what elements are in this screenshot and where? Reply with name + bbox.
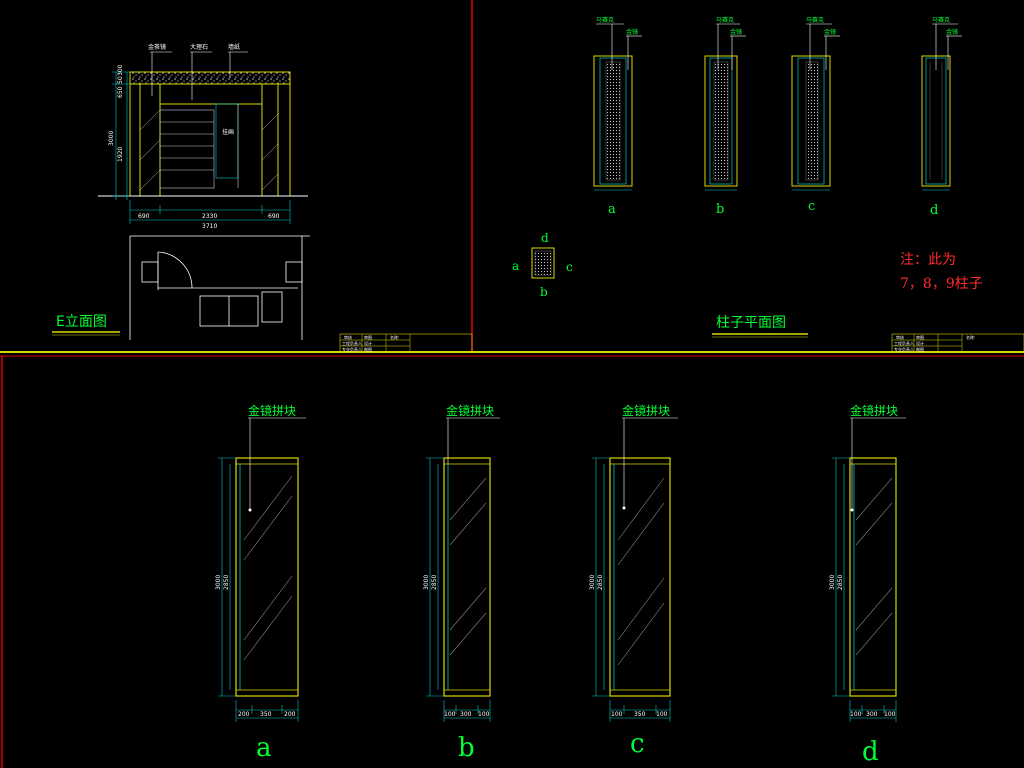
plan-c-callout-mirror: 金镜 (824, 28, 836, 36)
dim-total: 3710 (202, 223, 217, 230)
dim-v-1: 50 (117, 76, 124, 84)
dim-v-2: 300 (117, 64, 124, 76)
plan-callouts: 马赛克 金镜 马赛克 金镜 马赛克 金镜 马赛克 金镜 (596, 16, 958, 36)
detail-b-h1: 2850 (431, 575, 438, 590)
elevation-title: E立面图 (56, 314, 107, 330)
detail-height-dims: 3000 2850 3000 2850 3000 2850 3000 2850 (215, 575, 844, 590)
plan-a-callout-mirror: 金镜 (626, 28, 638, 36)
plan-d-callout-mirror: 金镜 (946, 28, 958, 36)
dim-h-0: 690 (138, 213, 150, 220)
detail-panel-d (832, 417, 906, 722)
tb-left-r3c2: 制图 (364, 346, 372, 352)
plan-column-d (921, 55, 951, 191)
plan-letter-a: a (608, 202, 616, 217)
tb-right-r2c1: 工程负责人 (894, 340, 914, 346)
dim-v-0: 650 (117, 86, 124, 98)
detail-letter-b: b (458, 733, 475, 763)
detail-c-h0: 3000 (589, 575, 596, 590)
detail-letter-a: a (256, 733, 272, 763)
elevation-view (98, 51, 310, 340)
elevation-horizontal-dims: 690 2330 690 3710 (138, 213, 280, 230)
detail-width-dims: 200 350 200 100 300 100 100 350 100 100 … (238, 711, 896, 718)
tb-right-r1c1: 审核 (896, 334, 904, 340)
detail-c-w1: 350 (634, 711, 646, 718)
plan-b-callout-mirror: 金镜 (730, 28, 742, 36)
detail-d-h1: 2850 (837, 575, 844, 590)
plan-column-b (704, 55, 738, 191)
plan-side-letters: a b c d (608, 199, 938, 218)
plan-c-callout-marble: 马赛克 (806, 16, 824, 24)
column-plan-columns (593, 23, 962, 191)
note-line-1: 注：此为 (900, 252, 956, 268)
detail-b-w1: 300 (460, 711, 472, 718)
detail-d-w0: 100 (850, 711, 862, 718)
detail-letter-c: c (630, 729, 645, 759)
plan-column-a (593, 55, 633, 191)
tb-left-name: 名称: (390, 334, 399, 340)
detail-panel-c (592, 417, 678, 722)
detail-b-callout: 金镜拼块 (446, 403, 494, 418)
detail-c-w2: 100 (656, 711, 668, 718)
detail-a-w2: 200 (284, 711, 296, 718)
detail-b-w2: 100 (478, 711, 490, 718)
label-marble: 大理石 (190, 43, 208, 51)
plan-a-callout-marble: 马赛克 (596, 16, 614, 24)
label-hook: 挂画 (222, 128, 234, 136)
tb-left-r2c1: 工程负责人 (342, 340, 362, 346)
dim-v-4: 1920 (117, 147, 124, 162)
tb-right-name: 名称: (966, 334, 975, 340)
key-letter-bottom: b (540, 285, 548, 299)
tb-right-r1c2: 审图 (916, 334, 924, 340)
detail-d-h0: 3000 (829, 575, 836, 590)
tb-left-r1c1: 审核 (344, 334, 352, 340)
note-line-2: 7，8，9柱子 (900, 276, 983, 292)
plan-column-c (791, 55, 831, 191)
detail-panel-a (218, 417, 306, 722)
plan-d-callout-marble: 马赛克 (932, 16, 950, 24)
plan-letter-c: c (808, 199, 815, 214)
detail-d-w2: 100 (884, 711, 896, 718)
tb-left-r3c1: 专业负责人 (342, 346, 362, 352)
detail-a-w0: 200 (238, 711, 250, 718)
key-letter-top: d (541, 231, 549, 245)
key-letter-right: c (566, 260, 573, 274)
title-block-right: 审核 审图 工程负责人 设计 专业负责人 制图 名称: (891, 333, 1024, 353)
tb-right-r3c2: 制图 (916, 346, 924, 352)
tb-right-r2c2: 设计 (916, 340, 924, 346)
tb-left-r2c2: 设计 (364, 340, 372, 346)
detail-c-h1: 2850 (597, 575, 604, 590)
key-plan: d a c b (512, 231, 573, 299)
detail-a-callout: 金镜拼块 (248, 403, 296, 418)
plan-letter-d: d (930, 203, 938, 218)
detail-panel-b (426, 417, 500, 722)
detail-c-callout: 金镜拼块 (622, 403, 670, 418)
tb-left-r1c2: 审图 (364, 334, 372, 340)
detail-d-callout: 金镜拼块 (850, 403, 898, 418)
detail-b-h0: 3000 (423, 575, 430, 590)
dim-h-1: 2330 (202, 213, 217, 220)
detail-a-h0: 3000 (215, 575, 222, 590)
detail-callouts: 金镜拼块 金镜拼块 金镜拼块 金镜拼块 (248, 403, 898, 418)
detail-letter-d: d (862, 737, 879, 767)
label-wallpaper: 墙纸 (228, 43, 240, 51)
detail-b-w0: 100 (444, 711, 456, 718)
detail-c-w0: 100 (611, 711, 623, 718)
detail-letters: a b c d (256, 729, 879, 767)
detail-d-w1: 300 (866, 711, 878, 718)
dim-v-3: 3000 (108, 131, 115, 146)
tb-right-r3c1: 专业负责人 (894, 346, 914, 352)
dim-h-2: 690 (268, 213, 280, 220)
elevation-vertical-dims: 650 50 300 3000 1920 (108, 64, 124, 162)
detail-a-h1: 2850 (223, 575, 230, 590)
plan-letter-b: b (716, 202, 724, 217)
detail-a-w1: 350 (260, 711, 272, 718)
title-block-left: 审核 审图 工程负责人 设计 专业负责人 制图 名称: (339, 333, 473, 353)
key-letter-left: a (512, 259, 519, 273)
plan-b-callout-marble: 马赛克 (716, 16, 734, 24)
label-mirror: 金茶镜 (148, 43, 166, 51)
plan-title: 柱子平面图 (716, 315, 786, 331)
